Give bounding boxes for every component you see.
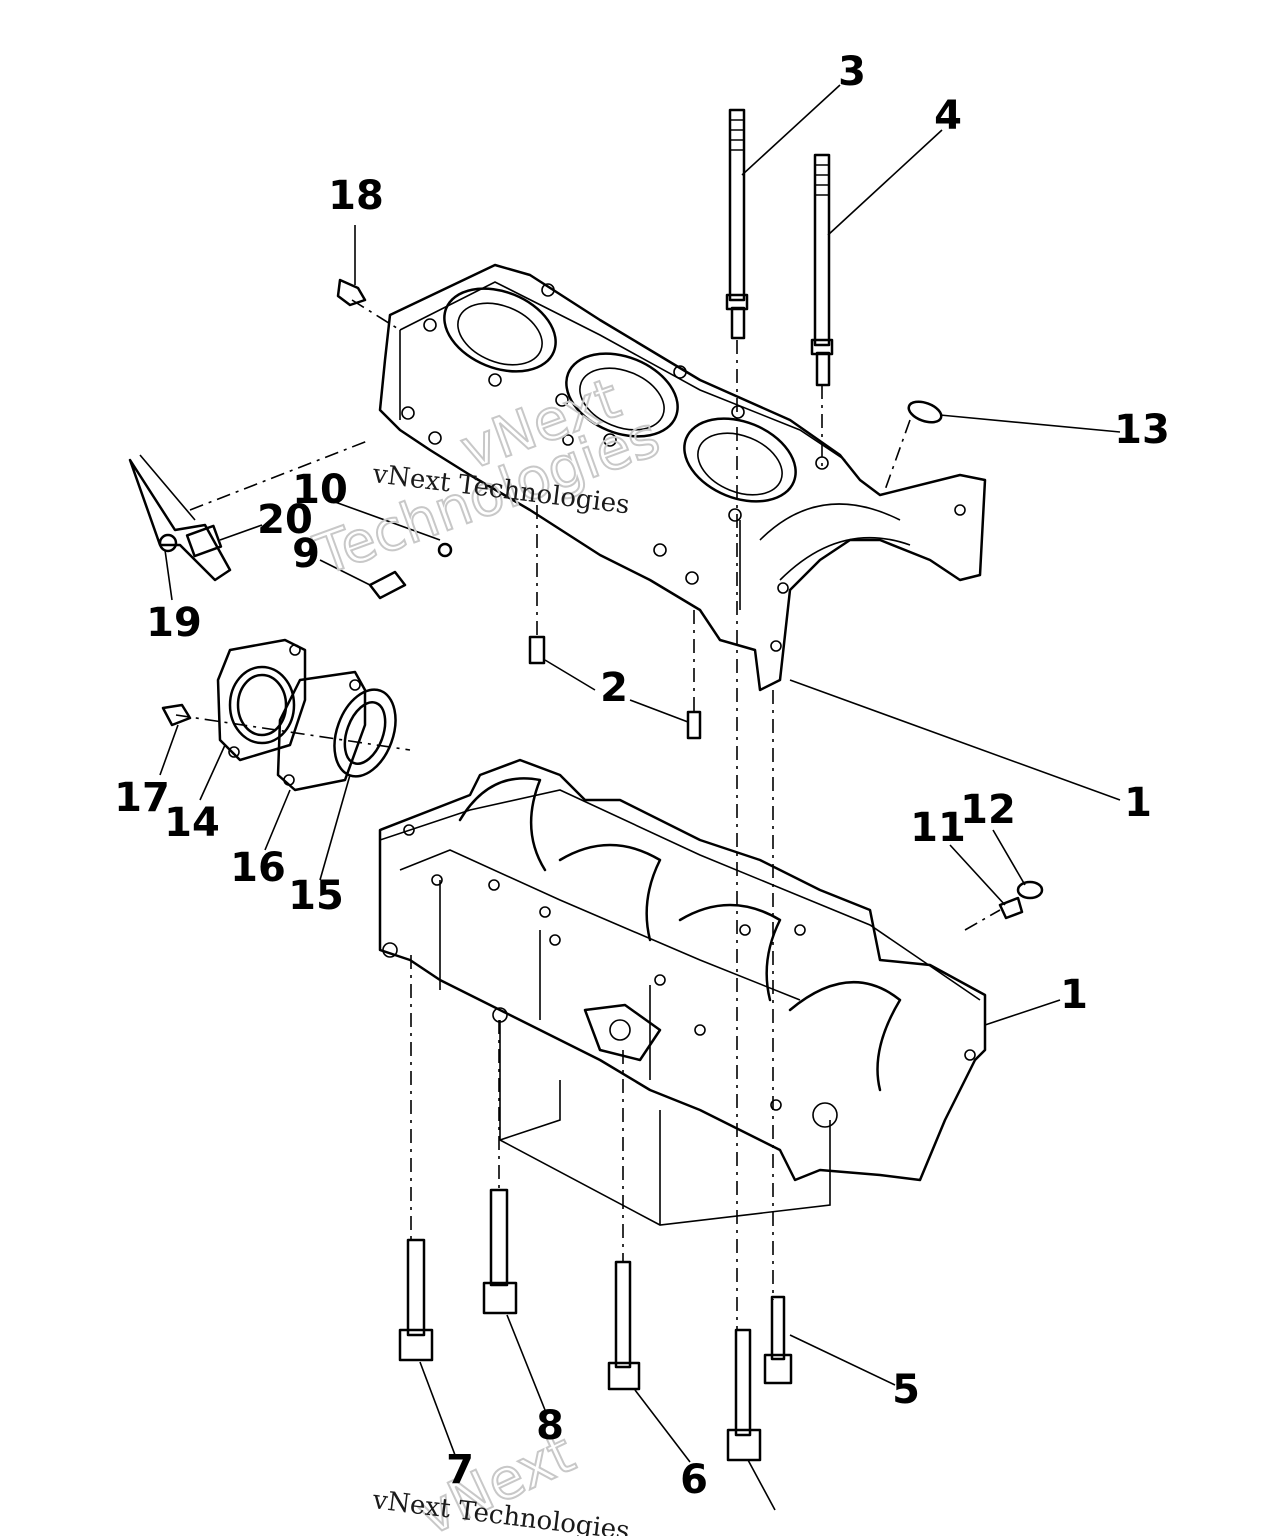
callout-13: 13 bbox=[1114, 407, 1170, 453]
callout-2: 2 bbox=[600, 665, 628, 711]
dowel-pins-2 bbox=[528, 635, 702, 740]
callout-15: 15 bbox=[288, 873, 344, 919]
lower-crankcase bbox=[378, 434, 987, 1226]
leader-lines bbox=[159, 84, 1121, 1511]
part-16-gasket bbox=[276, 670, 367, 792]
callout-1-upper: 1 bbox=[1124, 780, 1152, 826]
callout-14: 14 bbox=[164, 800, 220, 846]
callout-18: 18 bbox=[328, 173, 384, 219]
callout-3: 3 bbox=[838, 49, 866, 95]
plug-11-12 bbox=[998, 880, 1044, 920]
watermarks: Technologies vNext vNext Technologies vN… bbox=[306, 365, 669, 1536]
callout-20: 20 bbox=[257, 497, 313, 543]
part-13 bbox=[907, 400, 943, 424]
callout-10: 10 bbox=[292, 467, 348, 513]
callout-1-lower: 1 bbox=[1060, 972, 1088, 1018]
callout-8: 8 bbox=[536, 1403, 564, 1449]
part-17-screw bbox=[161, 703, 192, 727]
callout-6: 6 bbox=[680, 1457, 708, 1503]
callout-7: 7 bbox=[446, 1447, 474, 1493]
stud-4 bbox=[810, 153, 834, 387]
callout-9: 9 bbox=[292, 531, 320, 577]
callout-4: 4 bbox=[934, 93, 962, 139]
bolt-7 bbox=[398, 1238, 434, 1362]
callout-17: 17 bbox=[114, 775, 170, 821]
part-19-20 bbox=[128, 454, 232, 582]
callout-labels: 3 4 18 13 10 20 9 19 2 1 1 11 12 17 14 1… bbox=[114, 49, 1170, 1503]
callout-19: 19 bbox=[146, 600, 202, 646]
callout-16: 16 bbox=[230, 845, 286, 891]
part-14-cover bbox=[216, 638, 307, 762]
bolt-long bbox=[726, 1328, 762, 1462]
bolt-6 bbox=[607, 1260, 641, 1391]
center-lines bbox=[175, 299, 1001, 1330]
stud-3 bbox=[725, 108, 749, 340]
part-18 bbox=[336, 278, 367, 307]
upper-crankcase bbox=[378, 263, 987, 692]
callout-12: 12 bbox=[960, 787, 1016, 833]
bolt-8 bbox=[482, 1188, 518, 1315]
bolt-5 bbox=[763, 1295, 793, 1385]
callout-5: 5 bbox=[892, 1367, 920, 1413]
part-9-10 bbox=[368, 542, 453, 600]
callout-11: 11 bbox=[910, 805, 966, 851]
